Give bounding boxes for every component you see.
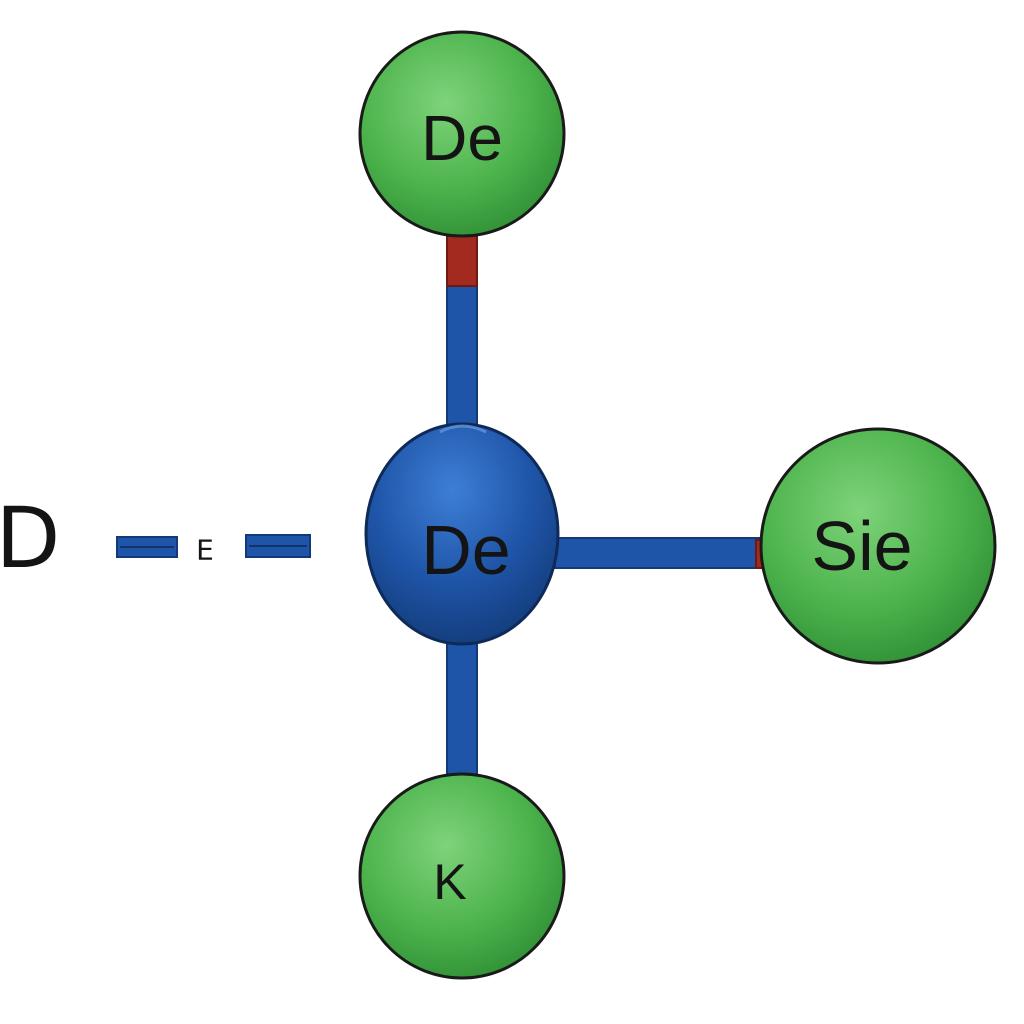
side-label-left: D (0, 489, 60, 587)
node-right: Sie (759, 427, 997, 665)
node-bottom: K (358, 772, 566, 980)
node-top-label: De (421, 102, 503, 174)
bond-bottom (446, 634, 478, 781)
dash-right (245, 534, 311, 558)
bond-right (554, 537, 789, 569)
side-label-middle: E (196, 534, 214, 567)
node-bottom-label: K (433, 854, 466, 910)
node-right-label: Sie (811, 507, 912, 585)
dash-left (116, 536, 178, 558)
node-center: De (364, 422, 560, 646)
node-top: De (358, 30, 566, 238)
node-center-label: De (421, 511, 510, 589)
bond-top (446, 229, 478, 431)
